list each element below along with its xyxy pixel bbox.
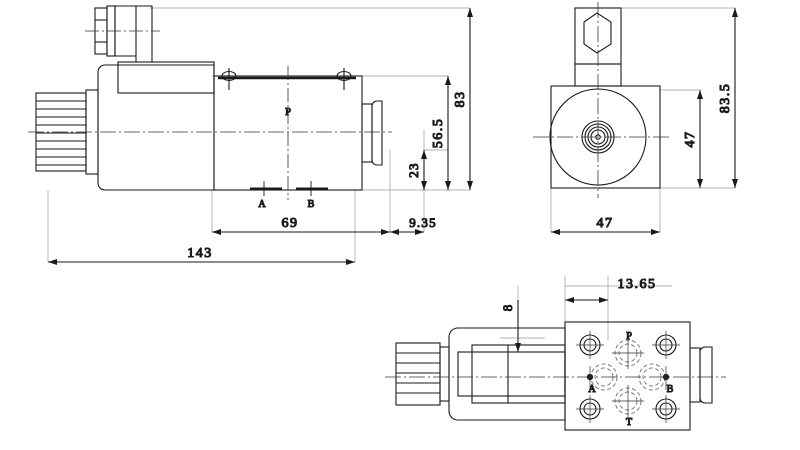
port-cross-centerlines: [612, 337, 644, 417]
dimension-47-vertical: 47: [682, 90, 703, 188]
mounting-hole-top-right: [652, 331, 680, 359]
label-port-b-side: B: [308, 199, 315, 210]
dimension-9p35-text: 9.35: [409, 215, 437, 230]
dimension-47-vertical-text: 47: [683, 131, 698, 148]
coil-body-bottom: [448, 327, 566, 421]
dimension-23: 23: [405, 150, 427, 190]
bottom-port-pads: [250, 181, 328, 196]
dimension-8: 8: [499, 300, 521, 352]
label-port-a-side: A: [258, 199, 266, 210]
dimension-13p65: 13.65: [565, 276, 657, 303]
label-port-p-bottom: P: [626, 331, 632, 342]
mounting-hole-bottom-left: [576, 395, 604, 423]
mounting-hole-bottom-right: [652, 395, 680, 423]
end-elevation-view: 83.5 47 47: [533, 2, 738, 235]
dimension-47-horizontal: 47: [551, 215, 660, 235]
mounting-holes: [576, 331, 680, 423]
knurled-knob-side: [35, 89, 99, 175]
side-extension-lines: [47, 7, 470, 262]
dimension-23-text: 23: [406, 162, 421, 177]
dimension-83p5-text: 83.5: [718, 83, 733, 114]
knurl-ribs: [36, 100, 86, 166]
dimension-69-text: 69: [282, 216, 299, 231]
dimension-56p5: 56.5: [430, 76, 451, 190]
solenoid-connector-plug: [94, 5, 153, 63]
end-cap-bottom: [689, 346, 713, 404]
dimension-47-horizontal-text: 47: [597, 216, 614, 231]
end-extension-lines: [550, 7, 735, 232]
top-mounting-bolts: [218, 68, 356, 90]
dimension-83-text: 83: [453, 91, 468, 108]
label-port-b-bottom: B: [667, 384, 674, 395]
dimension-83: 83: [452, 8, 473, 190]
dimension-143-text: 143: [187, 246, 213, 261]
dimension-9p35: 9.35: [390, 214, 437, 235]
dimension-13p65-text: 13.65: [618, 277, 657, 292]
dimension-56p5-text: 56.5: [431, 118, 446, 149]
knurl-ribs-bottom: [396, 352, 440, 394]
mounting-hole-top-left: [576, 331, 604, 359]
valve-body-side: [213, 75, 383, 191]
dimension-8-text: 8: [500, 305, 515, 312]
solenoid-coil-housing: [97, 61, 215, 191]
bottom-face-view: P T A B 13.65 8: [385, 276, 726, 431]
label-port-a-bottom: A: [588, 384, 596, 395]
side-elevation-view: P A B 143 69 9.35 83 56.5: [28, 5, 473, 265]
knurled-knob-bottom: [395, 342, 450, 406]
dimension-69: 69: [212, 215, 390, 235]
dimension-143: 143: [48, 245, 355, 265]
dimension-83p5: 83.5: [717, 8, 738, 188]
label-port-t-bottom: T: [626, 417, 632, 428]
label-port-p-side: P: [285, 107, 291, 118]
